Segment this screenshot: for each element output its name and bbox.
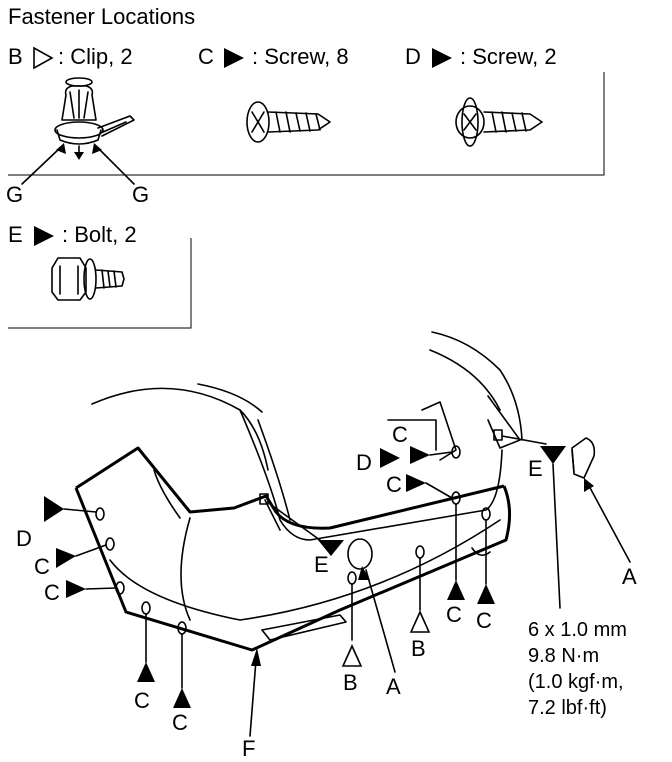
callout-c-top-2: C	[386, 472, 402, 497]
torque-spec-line-2: 9.8 N·m	[528, 645, 599, 667]
callout-d-top: D	[356, 450, 372, 475]
screw-c-icon	[246, 101, 331, 143]
callout-arrow-e-left	[269, 503, 344, 556]
callout-c-left-1: C	[34, 554, 50, 579]
callout-arrows-top	[380, 446, 453, 499]
callout-c-right-2: C	[476, 608, 492, 633]
callout-e-right: E	[528, 456, 543, 481]
legend-item-b: B : Clip, 2	[8, 44, 133, 70]
torque-spec-line-4: 7.2 lbf·ft)	[528, 697, 607, 719]
callout-arrows-bottom	[137, 613, 191, 708]
legend-frame-top	[8, 72, 605, 176]
callout-g-left: G	[6, 182, 23, 207]
callout-c-left-2: C	[44, 580, 60, 605]
svg-text:: Bolt, 2: : Bolt, 2	[62, 222, 137, 247]
callout-c-bottom-1: C	[134, 688, 150, 713]
callout-a-right: A	[622, 564, 637, 589]
torque-spec: 6 x 1.0 mm 9.8 N·m (1.0 kgf·m, 7.2 lbf·f…	[528, 619, 627, 719]
screw-d-icon	[455, 97, 543, 147]
svg-text:: Screw, 8: : Screw, 8	[252, 44, 349, 69]
callout-c-bottom-2: C	[172, 710, 188, 735]
callout-g-right: G	[132, 182, 149, 207]
filled-triangle-icon	[34, 226, 54, 246]
callout-arrows-center	[341, 503, 495, 673]
svg-text:C: C	[198, 44, 214, 69]
callout-b-bottom-1: B	[343, 670, 358, 695]
callout-arrow-f	[249, 648, 261, 737]
diagram-title: Fastener Locations	[8, 4, 195, 29]
filled-triangle-icon	[432, 48, 452, 68]
legend-item-e: E : Bolt, 2	[8, 222, 137, 247]
svg-text:E: E	[8, 222, 23, 247]
callout-c-top-1: C	[392, 422, 408, 447]
torque-spec-line-1: 6 x 1.0 mm	[528, 619, 627, 641]
svg-text:B: B	[8, 44, 23, 69]
clip-icon	[21, 77, 135, 185]
legend-item-c: C : Screw, 8	[198, 44, 349, 69]
legend-item-d: D : Screw, 2	[405, 44, 557, 69]
vehicle-outline	[74, 331, 596, 652]
callout-b-bottom-2: B	[411, 636, 426, 661]
callout-d-left: D	[16, 526, 32, 551]
open-triangle-icon	[33, 46, 54, 70]
svg-text:: Screw, 2: : Screw, 2	[460, 44, 557, 69]
filled-triangle-icon	[224, 48, 244, 68]
bolt-e-icon	[51, 257, 125, 301]
callout-arrows-left	[44, 496, 117, 598]
callout-e-left: E	[314, 552, 329, 577]
torque-spec-line-3: (1.0 kgf·m,	[528, 671, 624, 693]
svg-text:: Clip, 2: : Clip, 2	[58, 44, 133, 69]
callout-f: F	[242, 736, 255, 761]
svg-text:D: D	[405, 44, 421, 69]
callout-c-right-1: C	[446, 602, 462, 627]
callout-arrows-right	[501, 435, 631, 609]
legend-frame-bolt	[8, 238, 192, 329]
callout-a-bottom: A	[386, 674, 401, 699]
